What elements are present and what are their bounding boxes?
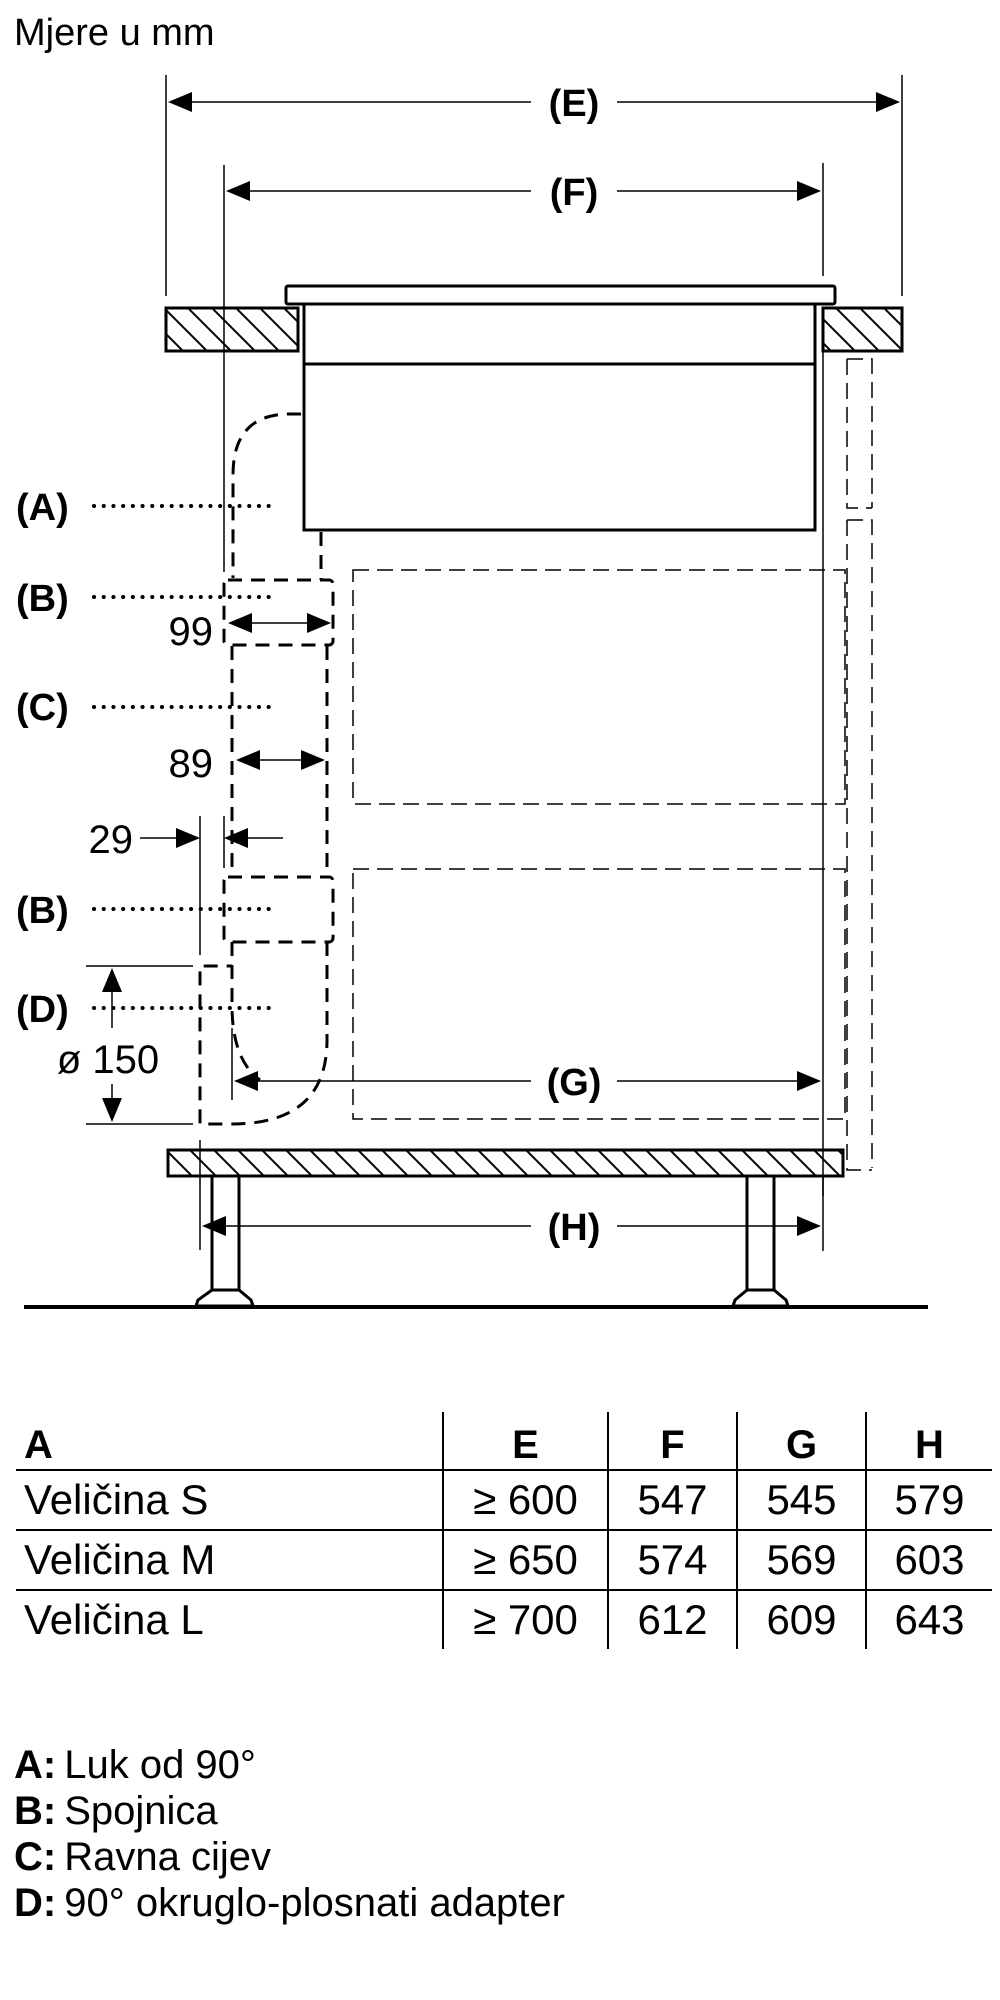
measurement-29: 29 bbox=[89, 816, 283, 955]
legend-text: 90° okruglo-plosnati adapter bbox=[64, 1881, 565, 1925]
arrowhead-right-icon bbox=[301, 750, 325, 770]
dimension-f: (F) bbox=[223, 163, 824, 572]
worktop-right-section bbox=[821, 306, 904, 353]
callout-label-b: (B) bbox=[16, 578, 69, 620]
dimension-label-e: (E) bbox=[549, 83, 600, 125]
table-header-cell: G bbox=[736, 1412, 866, 1470]
callout-d: (D) bbox=[16, 989, 278, 1031]
arrowhead-left-icon bbox=[202, 1216, 226, 1236]
callout-label-d: (D) bbox=[16, 989, 69, 1031]
arrowhead-left-icon bbox=[226, 181, 250, 201]
page-title: Mjere u mm bbox=[14, 12, 215, 54]
measurement-label-89: 89 bbox=[169, 742, 214, 786]
duct-adapter-d bbox=[230, 942, 261, 1082]
measurement-diameter-150: ø 150 bbox=[57, 965, 193, 1125]
arrowhead-left-icon bbox=[236, 750, 260, 770]
arrowhead-left-icon bbox=[234, 1071, 258, 1091]
measurement-label-99: 99 bbox=[169, 610, 214, 654]
drawer-outlines bbox=[352, 569, 846, 1120]
callout-label-c: (C) bbox=[16, 687, 69, 729]
hob bbox=[284, 284, 837, 532]
legend-text: Luk od 90° bbox=[64, 1743, 256, 1787]
cabinet-side-panel-dashed bbox=[846, 358, 873, 1171]
table-cell: Veličina L bbox=[16, 1589, 443, 1649]
legend-item: D:90° okruglo-plosnati adapter bbox=[14, 1880, 565, 1926]
table-cell: 547 bbox=[607, 1469, 737, 1530]
legend-key: D: bbox=[14, 1881, 57, 1925]
table-cell: Veličina M bbox=[16, 1529, 443, 1590]
duct-bend-a bbox=[231, 412, 301, 578]
callout-b-lower: (B) bbox=[16, 890, 278, 932]
drawer-lower bbox=[352, 868, 846, 1120]
legend-text: Spojnica bbox=[64, 1789, 218, 1833]
callout-a: (A) bbox=[16, 487, 278, 529]
dimension-label-f: (F) bbox=[550, 172, 599, 214]
worktop-left-section bbox=[164, 306, 300, 353]
arrowhead-right-icon bbox=[876, 92, 900, 112]
table-cell: 643 bbox=[865, 1589, 992, 1649]
legend-key: C: bbox=[14, 1835, 57, 1879]
table-header-row: A E F G H bbox=[16, 1412, 992, 1470]
callout-c: (C) bbox=[16, 687, 278, 729]
callout-label-b: (B) bbox=[16, 890, 69, 932]
dimension-label-g: (G) bbox=[547, 1062, 602, 1104]
arrowhead-left-icon bbox=[228, 613, 252, 633]
table-cell: 603 bbox=[865, 1529, 992, 1590]
table-row: Veličina S ≥ 600 547 545 579 bbox=[16, 1469, 992, 1530]
leg-right bbox=[730, 1174, 791, 1308]
arrowhead-left-icon bbox=[168, 92, 192, 112]
legend-item: C:Ravna cijev bbox=[14, 1834, 565, 1880]
arrowhead-right-icon bbox=[797, 181, 821, 201]
table-cell: 612 bbox=[607, 1589, 737, 1649]
legend-item: A:Luk od 90° bbox=[14, 1742, 565, 1788]
table-header-cell: E bbox=[442, 1412, 608, 1470]
table-cell: Veličina S bbox=[16, 1469, 443, 1530]
drawer-upper bbox=[352, 569, 846, 805]
arrowhead-right-icon bbox=[797, 1071, 821, 1091]
dimension-label-h: (H) bbox=[548, 1207, 601, 1249]
measurement-label-150: ø 150 bbox=[57, 1038, 159, 1082]
legend-text: Ravna cijev bbox=[64, 1835, 271, 1879]
table-cell: ≥ 650 bbox=[442, 1529, 608, 1590]
table-row: Veličina L ≥ 700 612 609 643 bbox=[16, 1589, 992, 1649]
hob-glass-top bbox=[284, 284, 837, 306]
table-cell: ≥ 600 bbox=[442, 1469, 608, 1530]
table-cell: ≥ 700 bbox=[442, 1589, 608, 1649]
callout-b-upper: (B) bbox=[16, 578, 278, 620]
dimension-g: (G) bbox=[231, 1028, 821, 1104]
duct-connector-b-lower bbox=[222, 875, 335, 944]
table-header-cell: A bbox=[24, 1423, 53, 1467]
dimensions-table: A E F G H Veličina S ≥ 600 547 545 579 V… bbox=[16, 1412, 992, 1649]
legend-key: B: bbox=[14, 1789, 57, 1833]
arrowhead-up-icon bbox=[102, 968, 122, 992]
table-cell: 574 bbox=[607, 1529, 737, 1590]
legend-item: B:Spojnica bbox=[14, 1788, 565, 1834]
arrowhead-left-icon bbox=[224, 828, 248, 848]
installation-drawing: (E) (F) bbox=[16, 75, 928, 1309]
legend-key: A: bbox=[14, 1743, 57, 1787]
table-header-cell: H bbox=[865, 1412, 992, 1470]
arrowhead-right-icon bbox=[797, 1216, 821, 1236]
table-row: Veličina M ≥ 650 574 569 603 bbox=[16, 1529, 992, 1590]
cabinet-base-panel bbox=[166, 1148, 845, 1178]
leg-left bbox=[193, 1174, 256, 1308]
table-cell: 579 bbox=[865, 1469, 992, 1530]
table-cell: 569 bbox=[736, 1529, 866, 1590]
worktop bbox=[164, 306, 904, 353]
measurement-99: 99 bbox=[169, 610, 331, 654]
callout-label-a: (A) bbox=[16, 487, 69, 529]
duct-connector-b-upper bbox=[222, 578, 335, 647]
table-header-cell: F bbox=[607, 1412, 737, 1470]
dimension-h: (H) bbox=[199, 1140, 824, 1251]
table-cell: 609 bbox=[736, 1589, 866, 1649]
dimension-e: (E) bbox=[165, 75, 903, 296]
arrowhead-down-icon bbox=[102, 1098, 122, 1122]
arrowhead-right-icon bbox=[307, 613, 331, 633]
hob-body bbox=[302, 302, 817, 532]
measurement-89: 89 bbox=[169, 742, 325, 786]
measurement-label-29: 29 bbox=[89, 818, 134, 862]
parts-legend: A:Luk od 90° B:Spojnica C:Ravna cijev D:… bbox=[14, 1742, 565, 1926]
arrowhead-right-icon bbox=[176, 828, 200, 848]
table-cell: 545 bbox=[736, 1469, 866, 1530]
